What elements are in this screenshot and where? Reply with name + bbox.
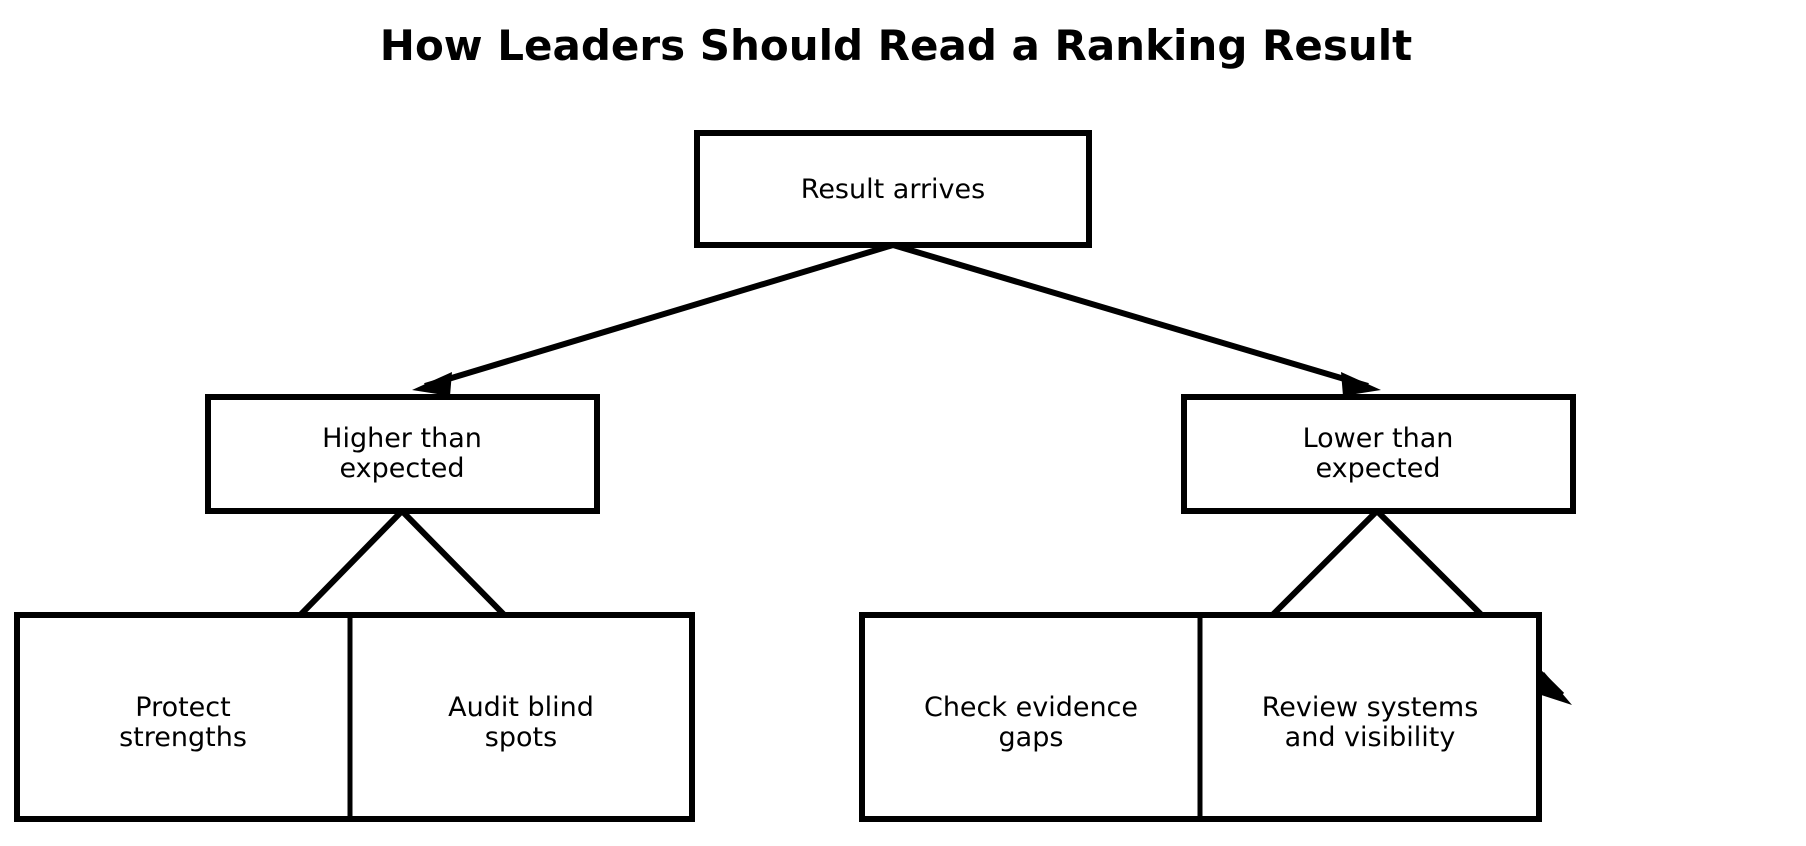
arrowhead-icon <box>412 372 452 396</box>
node-higher-than-expected-label-line2: expected <box>339 453 464 484</box>
node-protect-strengths-label-line1: Protect <box>135 692 230 723</box>
page-title: How Leaders Should Read a Ranking Result <box>380 21 1412 70</box>
node-review-systems-label-line1: Review systems <box>1262 692 1479 723</box>
node-check-evidence-gaps-label-line1: Check evidence <box>924 692 1138 723</box>
leaf-group-higher <box>14 612 695 822</box>
arrowhead-icon <box>1341 372 1381 396</box>
node-check-evidence-gaps-label-line2: gaps <box>999 722 1064 753</box>
node-higher-than-expected[interactable]: Higher than expected <box>205 394 600 514</box>
edge-root-to-higher <box>412 242 894 396</box>
node-lower-than-expected-label-line2: expected <box>1315 453 1440 484</box>
node-audit-blind-spots-label-line2: spots <box>485 722 557 753</box>
node-result-arrives[interactable]: Result arrives <box>694 130 1092 248</box>
node-check-evidence-gaps[interactable]: Check evidence gaps <box>862 615 1200 819</box>
node-lower-than-expected[interactable]: Lower than expected <box>1181 394 1576 514</box>
node-protect-strengths[interactable]: Protect strengths <box>17 615 350 819</box>
edge-root-to-lower <box>892 242 1381 396</box>
leaf-group-lower <box>859 612 1542 822</box>
node-result-arrives-label: Result arrives <box>801 174 985 205</box>
node-review-systems-label-line2: and visibility <box>1285 722 1456 753</box>
node-audit-blind-spots[interactable]: Audit blind spots <box>350 615 692 819</box>
node-review-systems-and-visibility[interactable]: Review systems and visibility <box>1200 615 1539 819</box>
node-lower-than-expected-label-line1: Lower than <box>1303 423 1454 454</box>
node-audit-blind-spots-label-line1: Audit blind <box>448 692 594 723</box>
node-higher-than-expected-label-line1: Higher than <box>322 423 482 454</box>
node-protect-strengths-label-line2: strengths <box>119 722 247 753</box>
